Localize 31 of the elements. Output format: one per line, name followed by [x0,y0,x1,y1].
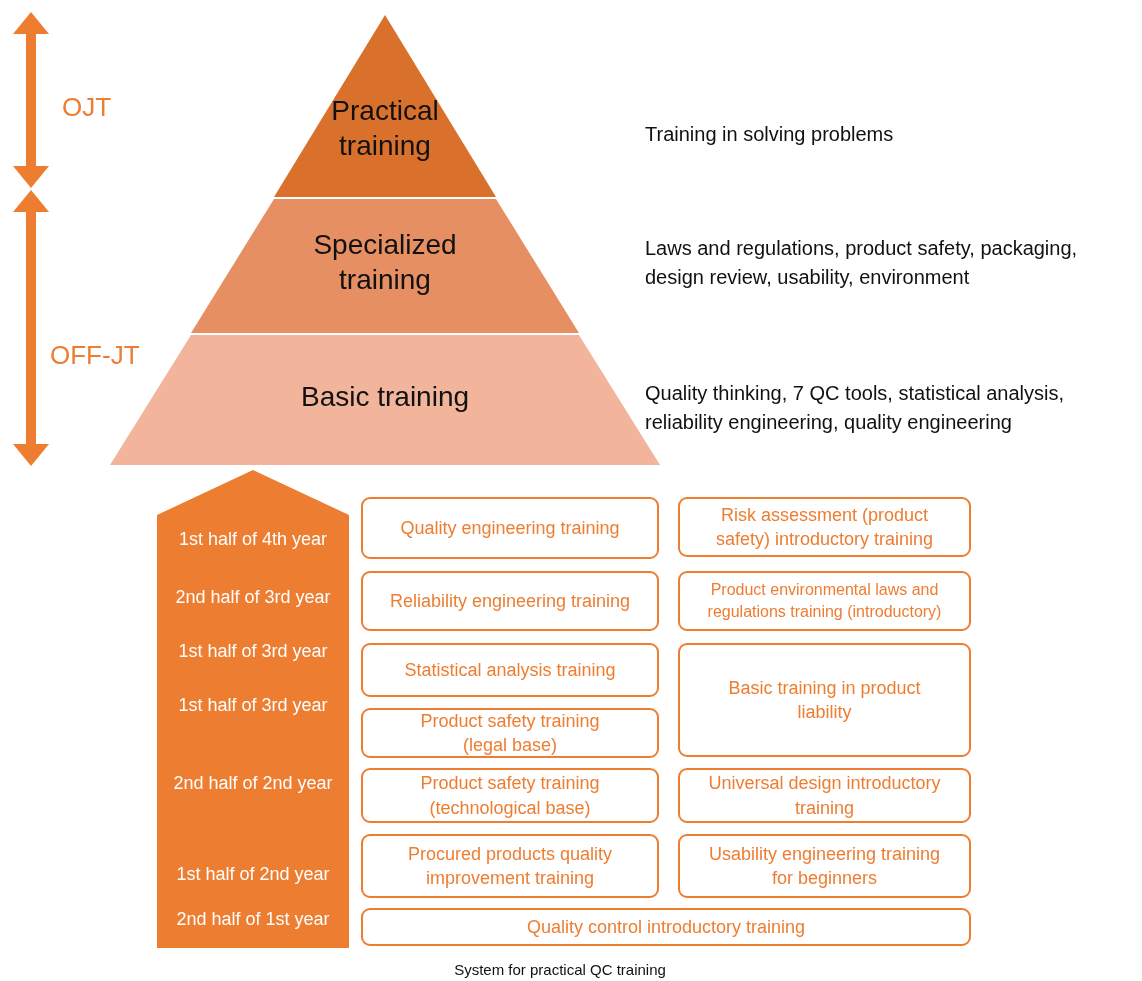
bracket-label: OFF-JT [50,340,140,371]
description-text: Laws and regulations, product safety, packaging, design review, usability, environment [645,236,1079,290]
course-box: Product environmental laws and regulations training (introductory) [678,571,971,631]
course-box: Product safety training (legal base) [361,708,659,758]
upward-arrow [157,470,349,948]
course-box: Reliability engineering training [361,571,659,631]
course-box: Quality control introductory training [361,908,971,946]
tier-label: Specialized training [312,228,458,297]
year-label: 2nd half of 3rd year [174,587,332,608]
year-label: 2nd half of 1st year [175,909,331,930]
course-box: Quality engineering training [361,497,659,559]
description-text: Training in solving problems [645,122,894,147]
caption: System for practical QC training [453,961,667,978]
course-box: Risk assessment (product safety) introductory training [678,497,971,557]
pyramid-tier [191,199,579,333]
course-box: Basic training in product liability [678,643,971,757]
year-label: 1st half of 2nd year [175,864,331,885]
course-box: Usability engineering training for beginners [678,834,971,898]
year-label: 2nd half of 2nd year [172,773,334,794]
course-box: Product safety training (technological base) [361,768,659,823]
tier-label: Basic training [299,380,471,414]
course-box: Universal design introductory training [678,768,971,823]
tier-label: Practical training [330,94,440,163]
pyramid-tier [274,15,496,197]
course-box: Statistical analysis training [361,643,659,697]
year-label: 1st half of 3rd year [177,695,329,716]
course-box: Procured products quality improvement training [361,834,659,898]
bracket-label: OJT [62,92,112,123]
year-label: 1st half of 4th year [177,529,329,550]
description-text: Quality thinking, 7 QC tools, statistical analysis, reliability engineering, quality engineering [645,381,1066,435]
year-label: 1st half of 3rd year [177,641,329,662]
